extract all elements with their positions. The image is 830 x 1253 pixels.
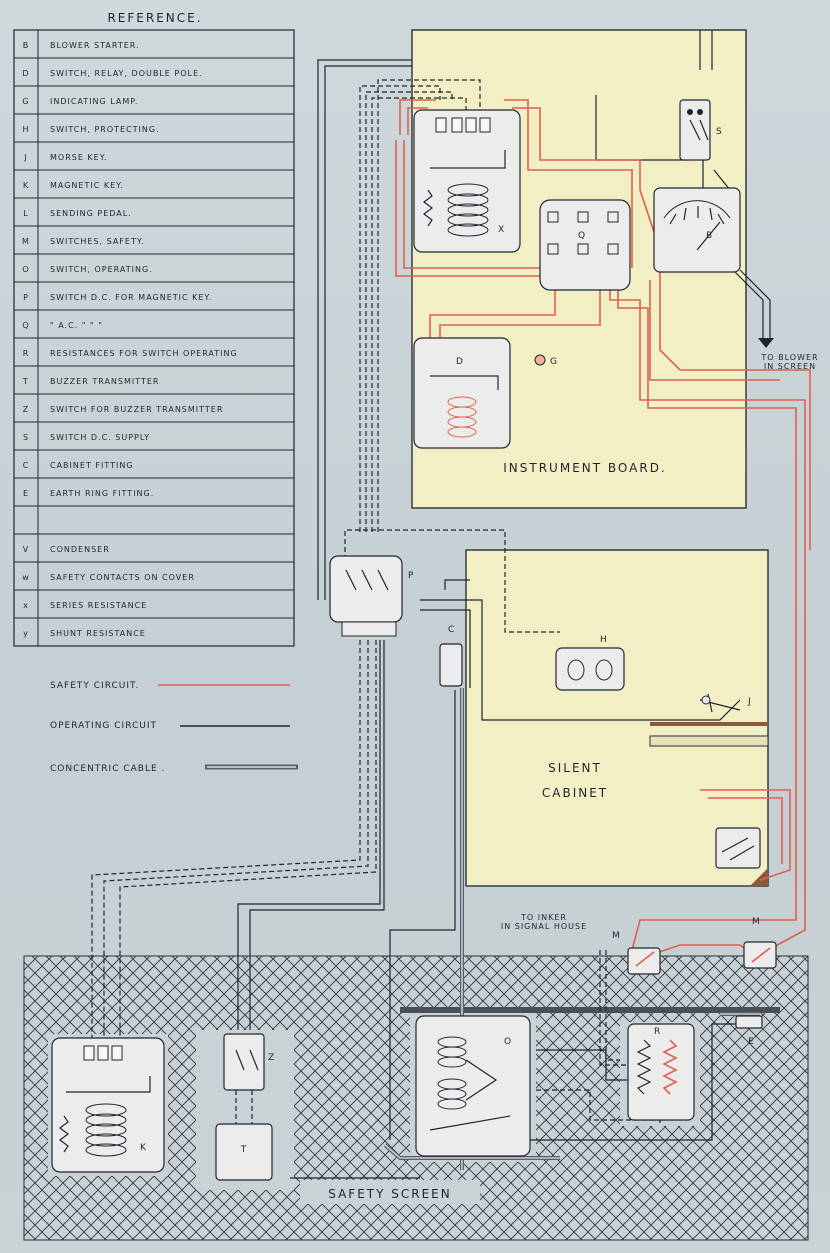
reference-key: O	[22, 265, 29, 274]
blower-starter-B: B	[653, 187, 741, 273]
reference-key: M	[22, 237, 30, 246]
reference-description: CABINET FITTING	[50, 461, 134, 470]
to-blower-note: TO BLOWER IN SCREEN	[758, 338, 818, 371]
to-blower-line-1: TO BLOWER	[760, 353, 818, 362]
label-T: T	[240, 1145, 248, 1155]
operating-circuit	[91, 30, 771, 1179]
reference-key: w	[22, 573, 30, 582]
switch-operating-O: O	[415, 1015, 531, 1157]
reference-description: SWITCH D.C. SUPPLY	[50, 433, 150, 442]
resistances-R: R	[627, 1023, 695, 1121]
reference-key: y	[23, 629, 29, 638]
reference-description: MAGNETIC KEY.	[50, 181, 124, 190]
reference-key: J	[23, 153, 27, 162]
reference-description: BUZZER TRANSMITTER	[50, 377, 159, 386]
label-M2: M	[752, 917, 761, 927]
label-P: P	[408, 571, 414, 581]
to-inker-line-2: IN SIGNAL HOUSE	[501, 922, 587, 931]
reference-description: BLOWER STARTER.	[50, 41, 140, 50]
reference-key: S	[23, 433, 29, 442]
reference-description: INDICATING LAMP.	[50, 97, 138, 106]
to-inker-note: TO INKER IN SIGNAL HOUSE M M	[501, 913, 761, 941]
reference-description: SWITCH D.C. FOR MAGNETIC KEY.	[50, 293, 212, 302]
safety-screen-label: SAFETY SCREEN	[328, 1187, 451, 1201]
reference-key: K	[23, 181, 29, 190]
sending-pedal-L	[715, 827, 761, 869]
label-Z: Z	[268, 1053, 275, 1063]
reference-description: MORSE KEY.	[50, 153, 108, 162]
legend: SAFETY CIRCUIT. OPERATING CIRCUIT CONCEN…	[50, 681, 298, 774]
to-blower-line-2: IN SCREEN	[764, 362, 816, 371]
reference-key: H	[22, 125, 29, 134]
reference-description: SHUNT RESISTANCE	[50, 629, 146, 638]
reference-key: L	[23, 209, 28, 218]
label-M1: M	[612, 931, 621, 941]
reference-description: SENDING PEDAL.	[50, 209, 132, 218]
morse-key-J: J	[699, 693, 752, 713]
reference-key: G	[22, 97, 29, 106]
label-O: O	[504, 1037, 512, 1047]
reference-key: P	[23, 293, 29, 302]
silent-cabinet-label-2: CABINET	[542, 786, 608, 800]
reference-key: Q	[22, 321, 29, 330]
reference-description: SWITCH, RELAY, DOUBLE POLE.	[50, 69, 203, 78]
earth-ring-E: E	[735, 1015, 763, 1047]
reference-key: B	[23, 41, 30, 50]
label-H: H	[600, 635, 608, 645]
reference-key: D	[22, 69, 29, 78]
reference-description: SWITCHES, SAFETY.	[50, 237, 145, 246]
switch-ac-Q: Q	[539, 199, 631, 291]
label-J: J	[747, 697, 752, 707]
buzzer-transmitter-T: T	[215, 1123, 273, 1181]
reference-description: SAFETY CONTACTS ON COVER	[50, 573, 195, 582]
label-E: E	[748, 1037, 755, 1047]
instrument-board-label: INSTRUMENT BOARD.	[503, 461, 667, 475]
reference-description: EARTH RING FITTING.	[50, 489, 154, 498]
label-B: B	[706, 231, 713, 241]
label-X: X	[498, 225, 505, 235]
label-K: K	[140, 1143, 147, 1153]
reference-description: SWITCH FOR BUZZER TRANSMITTER	[50, 405, 223, 414]
label-G: G	[550, 357, 558, 367]
reference-title: REFERENCE.	[107, 11, 202, 25]
reference-key: E	[23, 489, 29, 498]
switch-dc-supply-S: S	[679, 99, 723, 161]
reference-description: CONDENSER	[50, 545, 110, 554]
silent-cabinet-label-1: SILENT	[548, 761, 602, 775]
relay-D: D	[413, 337, 511, 449]
label-D: D	[456, 357, 464, 367]
indicating-lamp-G: G	[534, 354, 558, 367]
legend-cable-label: CONCENTRIC CABLE .	[50, 764, 165, 774]
reference-description: SWITCH, PROTECTING.	[50, 125, 160, 134]
label-C: C	[448, 625, 455, 635]
to-inker-line-1: TO INKER	[520, 913, 567, 922]
legend-safety-label: SAFETY CIRCUIT.	[50, 681, 139, 691]
reference-table: REFERENCE. B BLOWER STARTER. D SWITCH, RELA…	[13, 11, 295, 647]
reference-key: R	[23, 349, 30, 358]
label-Q: Q	[578, 231, 586, 241]
reference-description: SWITCH, OPERATING.	[50, 265, 153, 274]
reference-description: SERIES RESISTANCE	[50, 601, 147, 610]
safety-switches-M	[627, 941, 777, 975]
magnetic-key-K: K	[51, 1037, 165, 1173]
switch-dc-magnetic-key-P: P	[329, 555, 414, 637]
legend-operating-label: OPERATING CIRCUIT	[50, 721, 157, 731]
label-S: S	[716, 127, 723, 137]
label-R: R	[654, 1027, 661, 1037]
reference-description: RESISTANCES FOR SWITCH OPERATING	[50, 349, 238, 358]
reference-description: " A.C. " " "	[50, 321, 103, 330]
reference-key: V	[23, 545, 29, 554]
reference-key: T	[22, 377, 29, 386]
cabinet-fitting-C: C	[439, 625, 463, 687]
relay-X: X	[413, 109, 521, 253]
reference-key: x	[23, 601, 29, 610]
reference-key: Z	[23, 405, 29, 414]
switch-buzzer-Z: Z	[223, 1033, 275, 1124]
switch-protecting-H: H	[555, 635, 625, 691]
reference-key: C	[23, 461, 30, 470]
